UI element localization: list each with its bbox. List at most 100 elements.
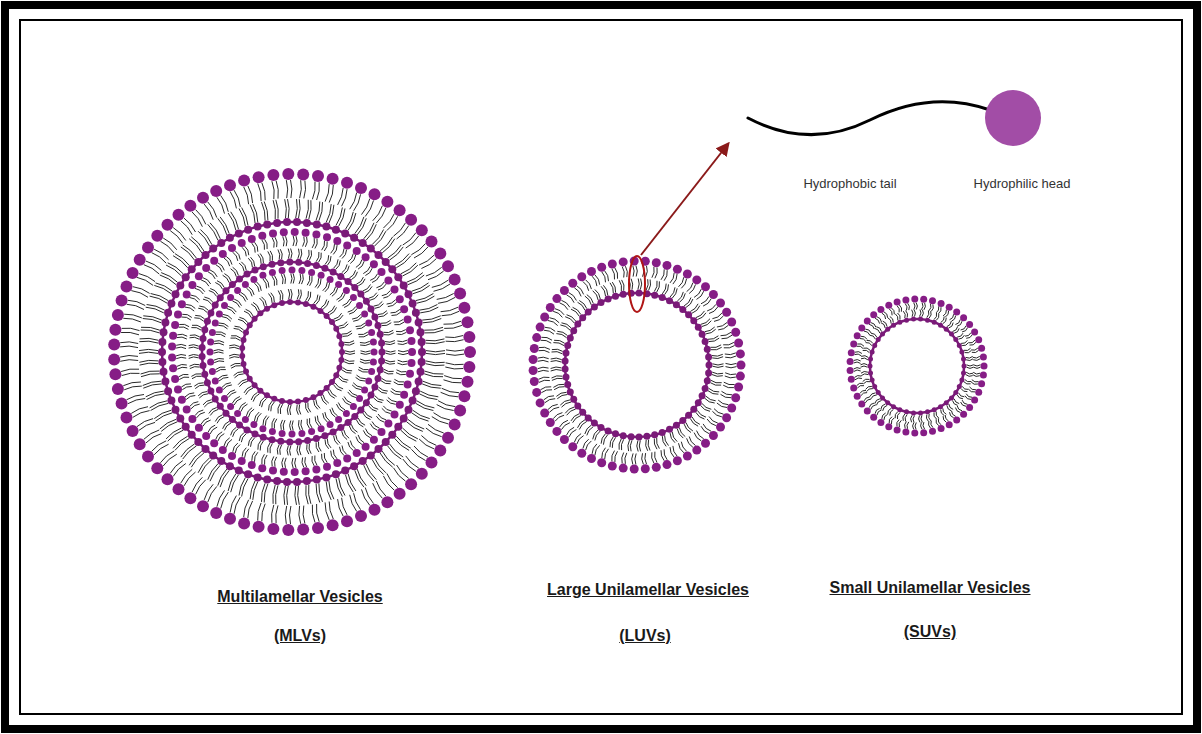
lipid-tail — [260, 441, 263, 451]
lipid-tail — [123, 382, 141, 386]
lipid-head — [980, 371, 987, 378]
lipid-tail — [567, 427, 575, 435]
lipid-head — [570, 396, 577, 403]
lipid-tail — [210, 270, 217, 277]
lipid-head — [327, 519, 339, 531]
leaflet-ring — [565, 293, 709, 437]
lipid-tail — [860, 339, 866, 342]
lipid-tail — [397, 370, 407, 372]
lipid-tail — [325, 502, 329, 520]
lipid-tail — [895, 314, 898, 321]
lipid-tail — [943, 416, 946, 422]
lipid-tail — [288, 199, 290, 218]
lipid-tail — [344, 301, 352, 308]
lipid-tail — [373, 483, 383, 498]
lipid-head — [161, 318, 169, 326]
lipid-tail — [326, 482, 331, 500]
lipid-tail — [120, 346, 138, 348]
lipid-head — [418, 348, 426, 356]
lipid-tail — [378, 311, 387, 315]
lipid-tail — [288, 249, 289, 259]
lipid-tail — [177, 337, 187, 339]
lipid-tail — [306, 200, 308, 219]
lipid-tail — [295, 458, 296, 468]
lipid-tail — [973, 372, 980, 374]
lipid-tail — [179, 324, 189, 326]
lipid-tail — [283, 420, 285, 430]
lipid-tail — [445, 336, 463, 338]
lipid-head — [226, 462, 234, 470]
lipid-tail — [170, 231, 183, 244]
lipid-head — [885, 302, 892, 309]
lipid-head — [351, 413, 358, 420]
lipid-head — [221, 302, 228, 309]
lipid-tail — [854, 360, 861, 361]
lipid-tail — [712, 313, 722, 319]
lipid-head — [303, 219, 311, 227]
lipid-head — [323, 233, 331, 241]
lipid-tail — [372, 459, 384, 474]
lipid-head — [253, 171, 265, 183]
lipid-tail — [376, 208, 386, 223]
lipid-head — [183, 406, 191, 414]
lipid-head — [194, 258, 202, 266]
lipid-tail — [397, 226, 409, 239]
lipid-head — [695, 399, 702, 406]
lipid-tail — [419, 255, 434, 265]
lipid-tail — [913, 416, 915, 423]
lipid-tail — [336, 261, 341, 270]
lipid-tail — [881, 323, 885, 328]
lipid-tail — [356, 377, 365, 381]
lipid-tail — [181, 444, 195, 457]
lipid-head — [368, 329, 375, 336]
lipid-tail — [888, 318, 892, 324]
lipid-tail — [571, 414, 579, 421]
lipid-head — [279, 300, 285, 306]
lipid-head — [202, 264, 210, 272]
lipid-tail — [884, 312, 888, 318]
lipid-head — [257, 388, 263, 394]
lipid-tail — [214, 361, 224, 363]
lipid-tail — [131, 407, 148, 414]
lipid-head — [252, 382, 258, 388]
lipid-tail — [931, 421, 933, 428]
lipid-head — [384, 419, 392, 427]
lipid-tail — [366, 224, 376, 240]
lipid-head — [361, 310, 368, 317]
lipid-head — [651, 292, 658, 299]
lipid-tail — [271, 293, 275, 302]
lipid-head — [209, 451, 217, 459]
lipid-head — [587, 454, 596, 463]
lipid-tail — [307, 276, 309, 286]
lipid-head — [375, 322, 382, 329]
lipid-tail — [966, 375, 973, 377]
lipid-head — [365, 378, 372, 385]
lipid-tail — [593, 430, 599, 440]
lipid-tail — [665, 284, 669, 294]
lipid-head — [260, 263, 267, 270]
lipid-tail — [869, 324, 874, 329]
lipid-tail — [349, 426, 355, 434]
lipid-head — [235, 467, 243, 475]
lipid-tail — [214, 359, 224, 361]
lipid-tail — [444, 321, 462, 324]
lipid-head — [370, 358, 377, 365]
lipid-tail — [417, 401, 435, 408]
lipid-head — [412, 309, 420, 317]
lipid-head — [722, 413, 731, 422]
lipid-head — [323, 463, 331, 471]
lipid-tail — [258, 503, 261, 521]
lipid-tail — [335, 315, 343, 321]
lipid-head — [932, 320, 937, 325]
lipid-tail — [705, 398, 715, 403]
lipid-tail — [231, 212, 239, 229]
lipid-head — [847, 358, 854, 365]
lipid-tail — [718, 400, 728, 405]
lipid-head — [536, 323, 545, 332]
lipid-tail — [724, 346, 735, 348]
lipid-tail — [551, 358, 562, 360]
lipid-tail — [612, 282, 615, 293]
lipid-tail — [712, 354, 723, 356]
lipid-head — [666, 426, 673, 433]
lipid-head — [329, 379, 335, 385]
